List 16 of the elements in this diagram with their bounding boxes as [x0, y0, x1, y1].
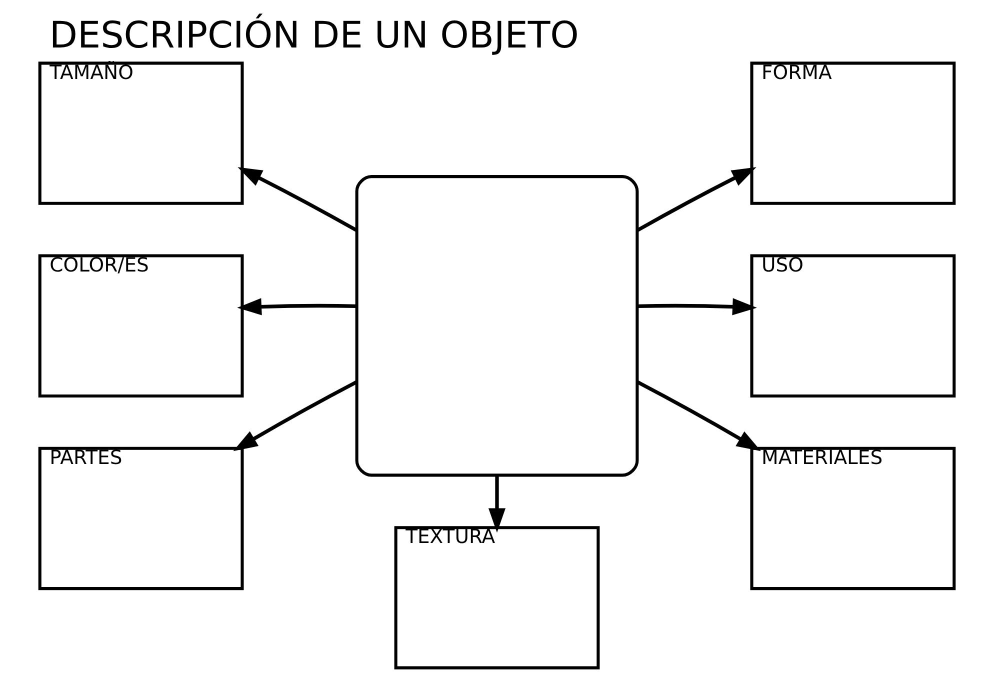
arrow: [636, 380, 761, 452]
node-box: FORMA: [750, 62, 956, 205]
arrow: [637, 298, 757, 316]
diagram-title: DESCRIPCIÓN DE UN OBJETO: [49, 13, 579, 56]
arrow: [233, 380, 358, 452]
node-box: USO: [750, 254, 956, 398]
arrow: [237, 298, 357, 316]
node-box: TEXTURA: [394, 526, 600, 670]
arrow: [238, 167, 358, 232]
arrow: [636, 167, 756, 232]
arrow: [488, 475, 506, 533]
node-box: MATERIALES: [750, 446, 956, 590]
node-box: [355, 175, 639, 477]
node-box: COLOR/ES: [38, 254, 244, 398]
node-box: PARTES: [38, 446, 244, 590]
node-box: TAMAÑO: [38, 62, 244, 205]
